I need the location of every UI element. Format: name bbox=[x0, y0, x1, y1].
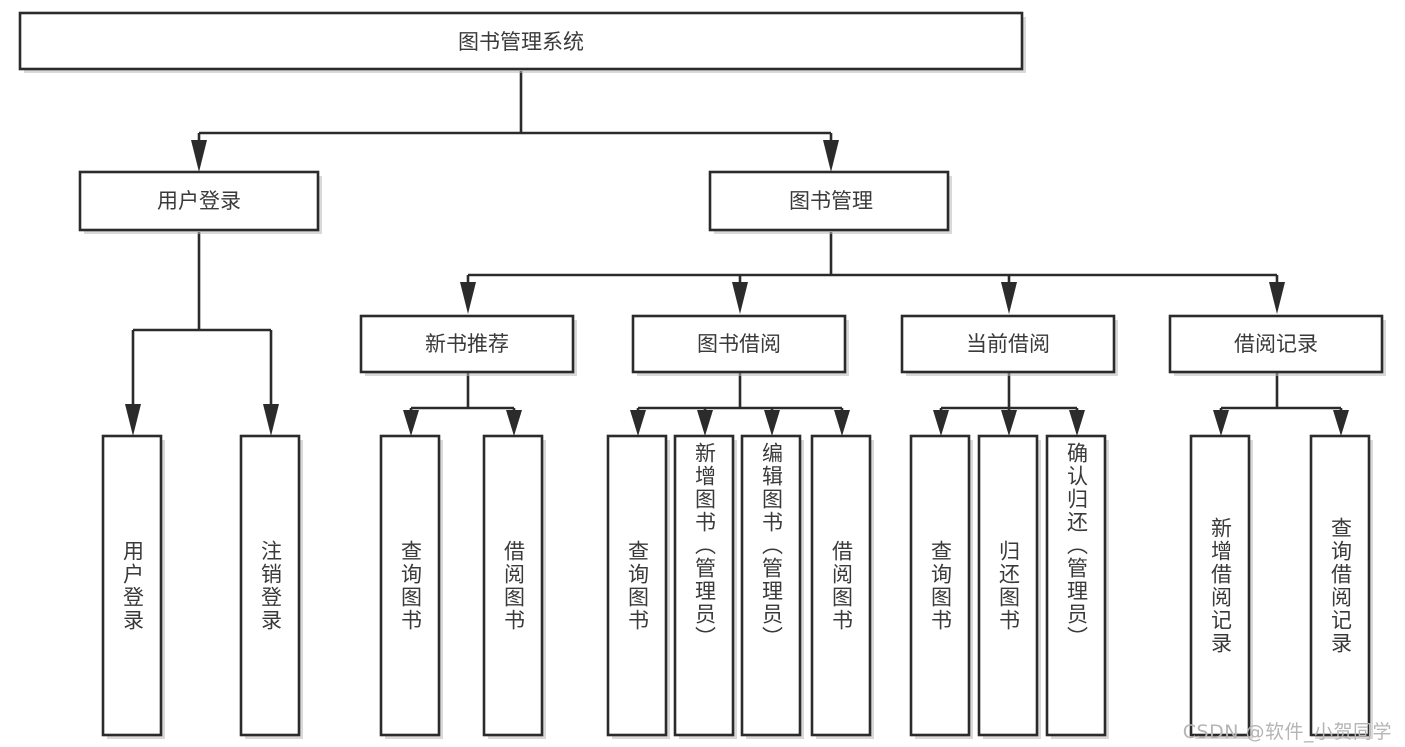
label-book-manage: 图书管理 bbox=[789, 189, 873, 213]
label-user-login: 用户登录 bbox=[157, 189, 241, 213]
node-leaf-add-book[interactable] bbox=[673, 434, 735, 737]
node-leaf-borrow-book-2[interactable] bbox=[810, 434, 872, 737]
arrow-to-leaf-edit-book bbox=[764, 410, 780, 436]
arrow-to-book-borrow bbox=[732, 282, 748, 314]
label-borrow-record: 借阅记录 bbox=[1234, 332, 1318, 356]
node-current-borrow[interactable] bbox=[900, 314, 1116, 374]
arrow-to-current-borrow bbox=[1001, 282, 1017, 314]
arrowheads-layer bbox=[125, 140, 1349, 436]
arrow-to-leaf-borrow-book-2 bbox=[834, 410, 850, 436]
connector-new-book-recommend-to-leaves bbox=[409, 372, 516, 412]
connector-user-login-to-leaves bbox=[131, 232, 273, 408]
arrow-to-leaf-query-book-3 bbox=[933, 410, 949, 436]
arrow-to-leaf-user-login bbox=[125, 404, 141, 436]
arrow-to-new-book-recommend bbox=[460, 282, 476, 314]
node-leaf-query-book-3[interactable] bbox=[909, 434, 971, 737]
node-leaf-query-book-2[interactable] bbox=[606, 434, 668, 737]
label-book-borrow: 图书借阅 bbox=[697, 332, 781, 356]
arrow-to-leaf-add-book bbox=[697, 410, 713, 436]
node-leaf-borrow-book-1[interactable] bbox=[482, 434, 544, 737]
label-root: 图书管理系统 bbox=[458, 30, 584, 54]
node-book-borrow[interactable] bbox=[631, 314, 847, 374]
node-root[interactable] bbox=[18, 11, 1024, 71]
arrow-to-leaf-query-record bbox=[1333, 410, 1349, 436]
horizontal-labels-layer: 图书管理系统 用户登录 图书管理 新书推荐 图书借阅 当前借阅 借阅记录 bbox=[157, 30, 1318, 356]
connector-book-borrow-to-leaves bbox=[636, 372, 844, 412]
arrow-to-leaf-add-record bbox=[1213, 410, 1229, 436]
node-book-manage[interactable] bbox=[708, 170, 950, 232]
arrow-to-leaf-query-book-2 bbox=[630, 410, 646, 436]
watermark-text: CSDN @软件_小贺同学 bbox=[1182, 721, 1392, 743]
arrow-to-leaf-return-book bbox=[1001, 410, 1017, 436]
node-leaf-return-book[interactable] bbox=[977, 434, 1039, 737]
node-borrow-record[interactable] bbox=[1168, 314, 1384, 374]
node-leaf-query-record[interactable] bbox=[1309, 434, 1371, 737]
node-leaf-query-book-1[interactable] bbox=[379, 434, 441, 737]
connector-current-borrow-to-leaves bbox=[939, 372, 1079, 412]
arrow-to-book-manage bbox=[823, 140, 839, 172]
connector-borrow-record-to-leaves bbox=[1219, 372, 1343, 412]
connector-book-manage-to-level3 bbox=[466, 232, 1279, 300]
node-new-book-recommend[interactable] bbox=[359, 314, 575, 374]
node-user-login[interactable] bbox=[78, 170, 320, 232]
arrow-to-leaf-query-book-1 bbox=[403, 410, 419, 436]
boxes-layer bbox=[18, 11, 1384, 737]
arrow-to-leaf-borrow-book-1 bbox=[506, 410, 522, 436]
arrow-to-leaf-confirm-return bbox=[1069, 410, 1085, 436]
arrow-to-user-login bbox=[191, 140, 207, 172]
label-new-book-recommend: 新书推荐 bbox=[425, 332, 509, 356]
node-leaf-edit-book[interactable] bbox=[740, 434, 802, 737]
connector-root-to-level2 bbox=[197, 71, 833, 158]
node-leaf-confirm-return[interactable] bbox=[1045, 434, 1107, 737]
node-leaf-logout[interactable] bbox=[239, 434, 301, 737]
arrow-to-leaf-logout bbox=[263, 404, 279, 436]
label-current-borrow: 当前借阅 bbox=[966, 332, 1050, 356]
arrow-to-borrow-record bbox=[1269, 282, 1285, 314]
node-leaf-add-record[interactable] bbox=[1189, 434, 1251, 737]
node-leaf-user-login[interactable] bbox=[101, 434, 163, 737]
